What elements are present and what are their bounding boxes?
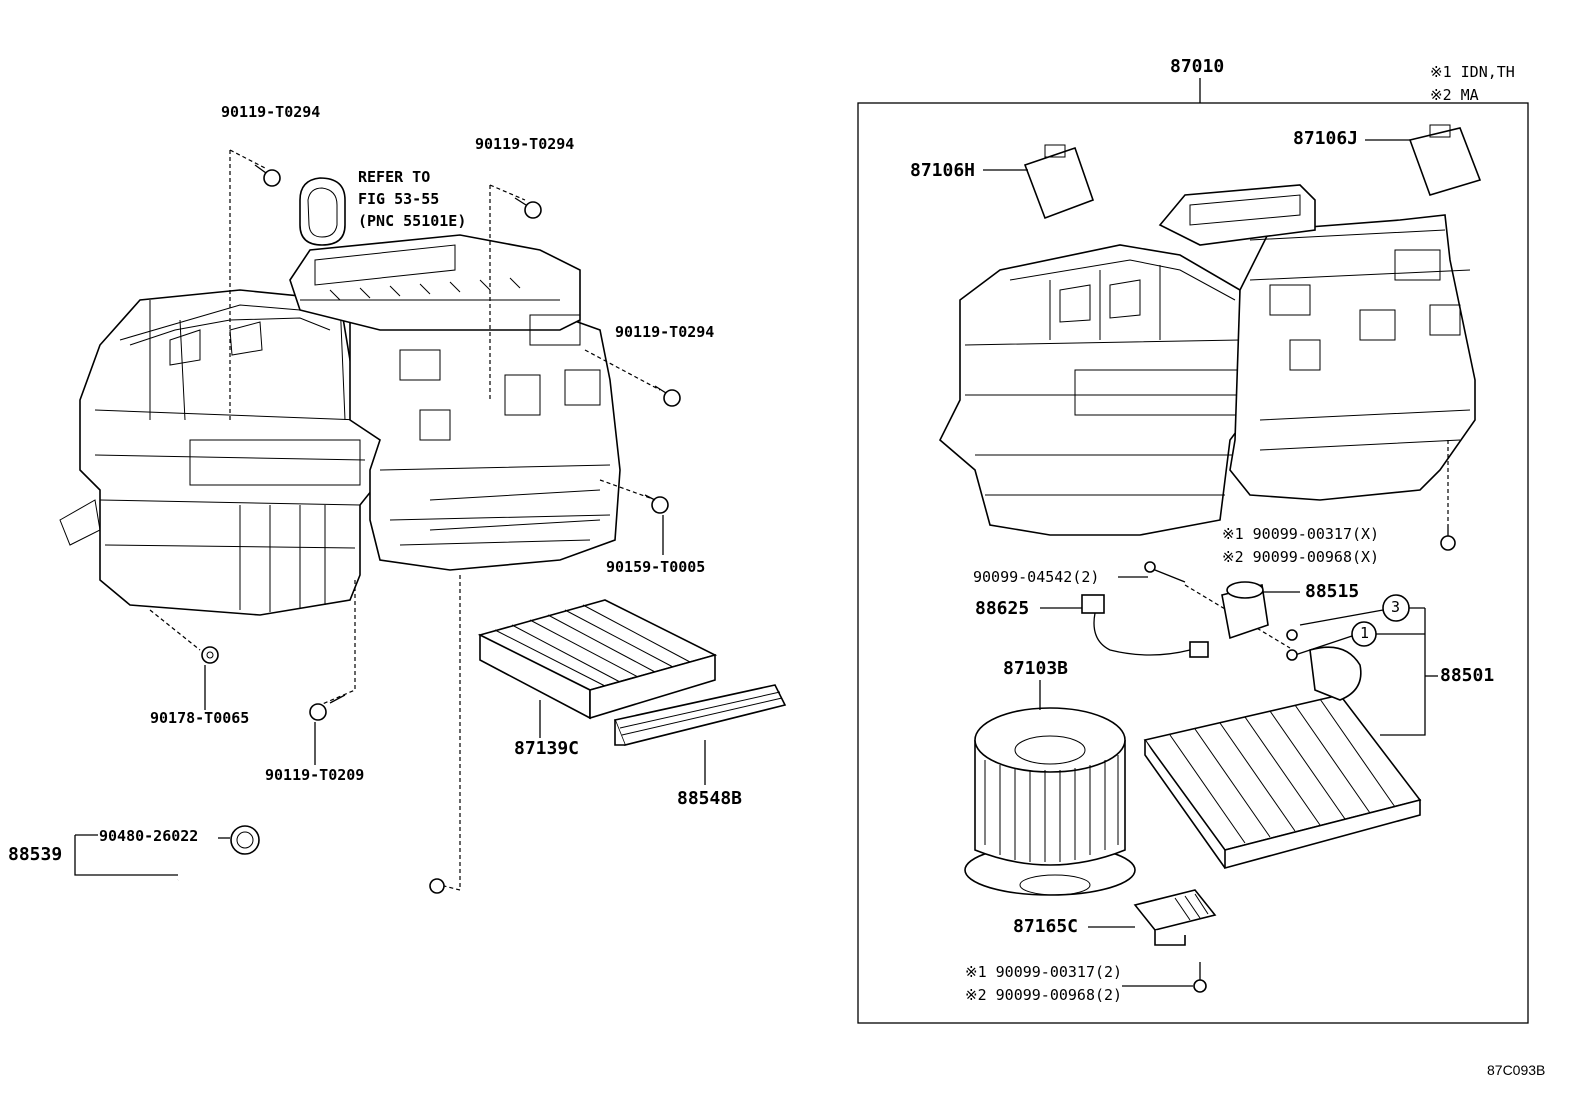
label-88548b: 88548B bbox=[677, 788, 743, 809]
air-filter-87139c bbox=[477, 599, 718, 720]
bolt-90119-t0209 bbox=[309, 694, 346, 721]
label-90159-t0005: 90159-T0005 bbox=[606, 558, 706, 576]
bolt-90119-t0294-top-left bbox=[254, 164, 281, 187]
assembly-part-number: 87010 bbox=[1170, 56, 1225, 77]
seal-refer-55101e bbox=[299, 177, 346, 246]
label-87106j: 87106J bbox=[1293, 128, 1359, 149]
callout-1-number: 1 bbox=[1360, 624, 1370, 642]
refer-line-3: (PNC 55101E) bbox=[358, 212, 467, 230]
left-hvac-unit-drawing bbox=[59, 149, 661, 891]
label-screw-x-1: ※1 90099-00317(X) bbox=[1222, 525, 1380, 543]
drain-hose-88539 bbox=[177, 855, 445, 894]
bolt-90099-04542 bbox=[1144, 561, 1186, 583]
label-90119-t0209: 90119-T0209 bbox=[265, 766, 365, 784]
label-90119-t0294-a: 90119-T0294 bbox=[221, 103, 321, 121]
refer-line-1: REFER TO bbox=[358, 168, 431, 186]
label-screw-x-2: ※2 90099-00968(X) bbox=[1222, 548, 1380, 566]
grommet-90480-26022 bbox=[230, 825, 260, 855]
nut-90178-t0065 bbox=[201, 646, 219, 664]
label-90119-t0294-c: 90119-T0294 bbox=[615, 323, 715, 341]
thermistor-88625 bbox=[1081, 594, 1209, 658]
callout-1 bbox=[1294, 621, 1425, 656]
label-87165c: 87165C bbox=[1013, 916, 1079, 937]
bolt-90119-t0294-right bbox=[654, 385, 681, 407]
evaporator-88501 bbox=[1143, 646, 1422, 870]
o-ring-b bbox=[1286, 649, 1298, 661]
o-ring-a bbox=[1286, 629, 1298, 641]
label-88625: 88625 bbox=[975, 598, 1030, 619]
label-90119-t0294-b: 90119-T0294 bbox=[475, 135, 575, 153]
bolt-90119-t0294-top-center bbox=[514, 197, 542, 219]
label-88501: 88501 bbox=[1440, 665, 1495, 686]
blower-motor-87103b bbox=[964, 707, 1136, 896]
refer-line-2: FIG 53-55 bbox=[358, 190, 440, 208]
note-1: ※1 IDN,TH bbox=[1430, 63, 1515, 81]
actuator-87106j bbox=[1408, 124, 1482, 196]
label-screw2-2: ※2 90099-00968(2) bbox=[965, 986, 1123, 1004]
actuator-87106h bbox=[1023, 144, 1095, 220]
assembly-87010-frame bbox=[857, 102, 1529, 1024]
right-hvac-unit-drawing bbox=[939, 184, 1476, 536]
figure-code: 87C093B bbox=[1487, 1062, 1546, 1078]
label-88515: 88515 bbox=[1305, 581, 1360, 602]
label-90480-26022: 90480-26022 bbox=[99, 827, 199, 845]
label-87103b: 87103B bbox=[1003, 658, 1069, 679]
label-87139c: 87139C bbox=[514, 738, 580, 759]
expansion-valve-88515 bbox=[1221, 581, 1269, 640]
filter-case-88548b bbox=[613, 684, 787, 746]
label-90099-04542: 90099-04542(2) bbox=[973, 568, 1100, 586]
label-88539: 88539 bbox=[8, 844, 63, 865]
note-2: ※2 MA bbox=[1430, 86, 1479, 104]
blower-resistor-87165c bbox=[1133, 889, 1217, 946]
callout-3-number: 3 bbox=[1391, 598, 1401, 616]
callout-3 bbox=[1299, 594, 1425, 626]
bolt-90159-t0005 bbox=[644, 494, 669, 514]
screw-90099-2 bbox=[1193, 962, 1207, 993]
label-87106h: 87106H bbox=[910, 160, 976, 181]
label-90178-t0065: 90178-T0065 bbox=[150, 709, 250, 727]
label-screw2-1: ※1 90099-00317(2) bbox=[965, 963, 1123, 981]
screw-90099-x bbox=[1440, 525, 1456, 551]
